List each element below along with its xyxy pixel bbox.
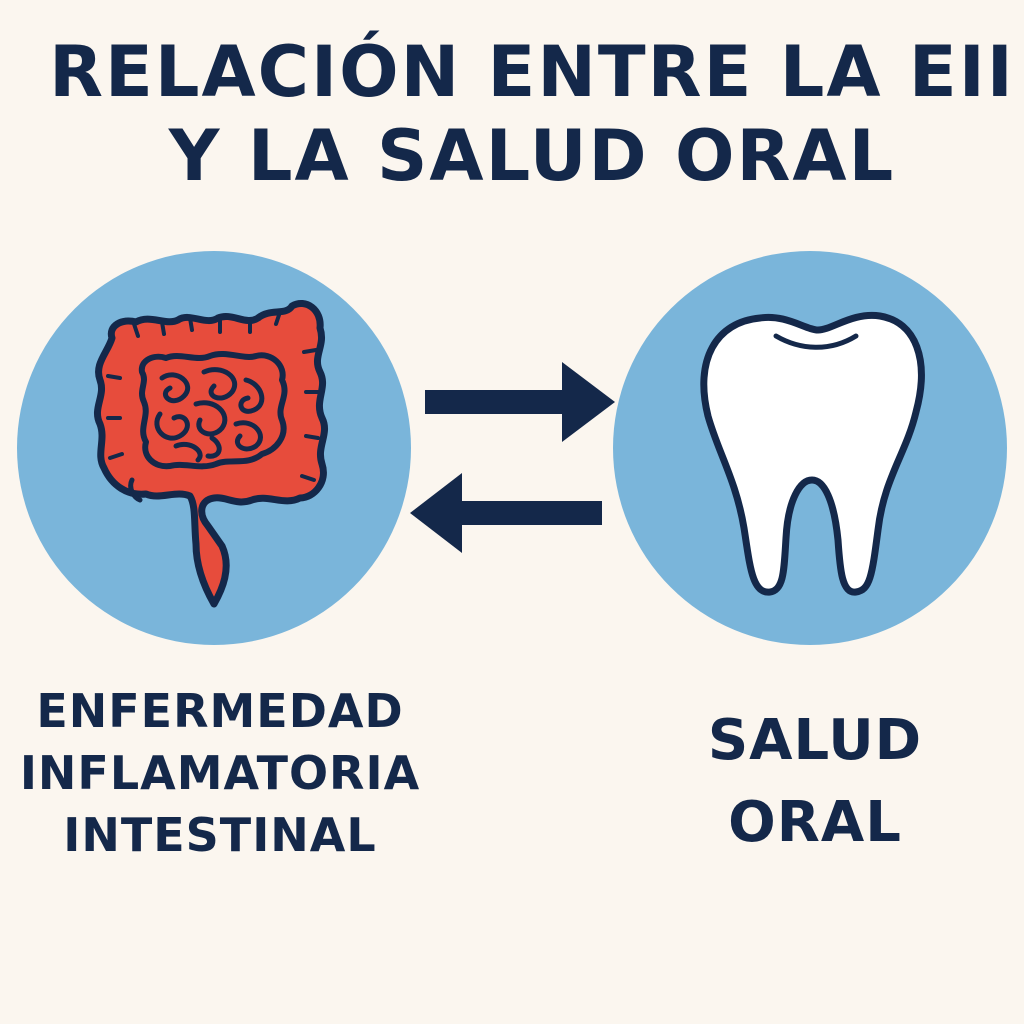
left-node-label: ENFERMEDAD INFLAMATORIA INTESTINAL <box>0 680 440 866</box>
right-label-line-1: SALUD <box>707 708 923 773</box>
right-node-label: SALUD ORAL <box>700 700 930 864</box>
title-line-1: RELACIÓN ENTRE LA EII <box>49 31 1015 113</box>
page-title: RELACIÓN ENTRE LA EII Y LA SALUD ORAL <box>0 30 1024 198</box>
right-label-line-2: ORAL <box>728 790 902 855</box>
intestine-icon <box>93 300 329 608</box>
title-line-2: Y LA SALUD ORAL <box>168 115 896 197</box>
left-label-line-2: INFLAMATORIA <box>19 746 421 800</box>
left-label-line-3: INTESTINAL <box>63 808 377 862</box>
arrow-right-icon <box>425 362 615 442</box>
left-label-line-1: ENFERMEDAD <box>36 684 404 738</box>
tooth-icon <box>700 311 925 596</box>
arrow-left-icon <box>410 473 602 553</box>
